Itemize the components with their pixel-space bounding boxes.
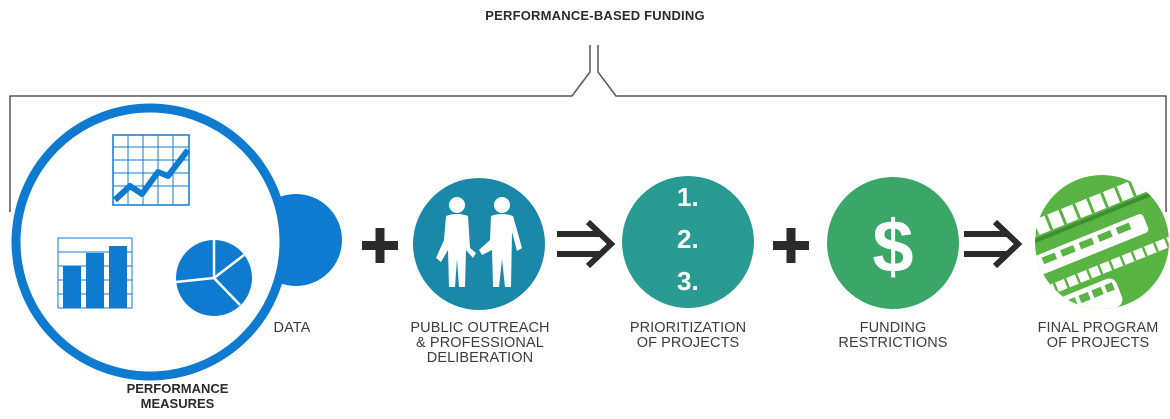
label-public-outreach: PUBLIC OUTREACH & PROFESSIONAL DELIBERAT…: [410, 320, 550, 366]
label-performance-measures: PERFORMANCE MEASURES: [126, 381, 229, 411]
implies-arrow-1: [557, 219, 616, 269]
public-outreach-circle: [413, 178, 545, 310]
plus-operator-2: [773, 228, 809, 263]
diagram-title: PERFORMANCE-BASED FUNDING: [485, 8, 705, 23]
numbered-list-icon: 1. 2. 3.: [677, 182, 699, 296]
transit-icon: [1035, 175, 1169, 309]
number-1: 1.: [677, 182, 699, 212]
label-prioritization: PRIORITIZATION OF PROJECTS: [629, 320, 747, 351]
number-3: 3.: [677, 266, 699, 296]
implies-arrow-2: [964, 219, 1023, 269]
people-icon: [436, 197, 522, 287]
pie-chart-icon: [175, 240, 252, 316]
funding-circle: [827, 177, 959, 309]
line-chart-icon: [112, 134, 191, 206]
label-final-program: FINAL PROGRAM OF PROJECTS: [1037, 320, 1159, 351]
bracket-right: [597, 45, 1167, 212]
label-data: DATA: [273, 320, 311, 336]
dollar-icon: $: [872, 205, 913, 288]
plus-operator-1: [362, 228, 398, 263]
prioritization-circle: [622, 176, 754, 308]
performance-measures-ring: [11, 103, 289, 381]
bracket-left: [9, 45, 591, 212]
label-funding-restrictions: FUNDING RESTRICTIONS: [838, 320, 948, 351]
number-2: 2.: [677, 224, 699, 254]
bar-chart-icon: [57, 237, 133, 309]
